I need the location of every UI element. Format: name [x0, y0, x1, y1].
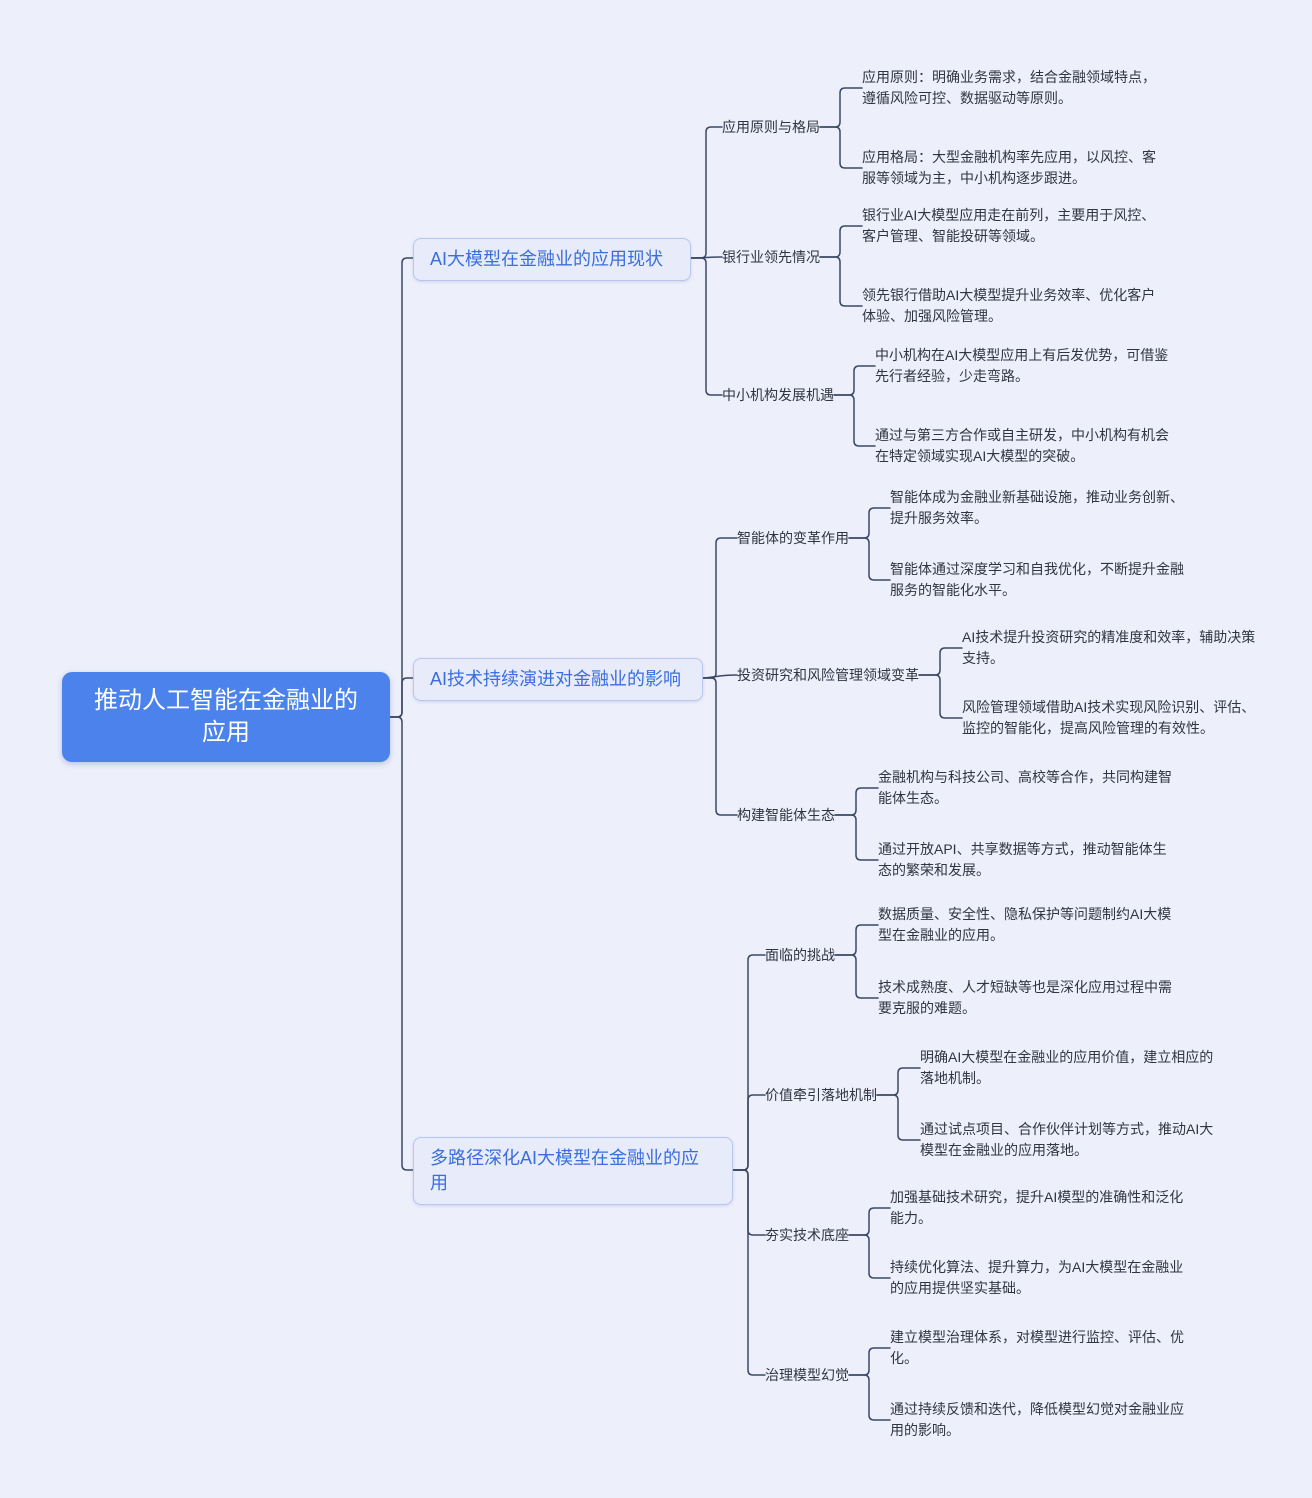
detail-note[interactable]: 加强基础技术研究，提升AI模型的准确性和泛化能力。	[890, 1189, 1184, 1226]
root-topic[interactable]: 推动人工智能在金融业的应用	[62, 672, 390, 762]
subtopic-value-driven-landing[interactable]: 价值牵引落地机制	[765, 1087, 877, 1103]
connector-root-branch1	[389, 257, 414, 718]
connector-leaf	[848, 1374, 891, 1421]
main-topic-deepen-application[interactable]: 多路径深化AI大模型在金融业的应用	[413, 1137, 733, 1205]
connector-leaf	[876, 1094, 921, 1141]
subtopic-agent-ecosystem[interactable]: 构建智能体生态	[737, 807, 835, 823]
detail-note[interactable]: 通过开放API、共享数据等方式，推动智能体生态的繁荣和发展。	[878, 841, 1167, 878]
subtopic-principles-pattern[interactable]: 应用原则与格局	[722, 119, 820, 135]
detail-note[interactable]: AI技术提升投资研究的精准度和效率，辅助决策支持。	[962, 629, 1256, 666]
detail-note[interactable]: 通过试点项目、合作伙伴计划等方式，推动AI大模型在金融业的应用落地。	[920, 1121, 1214, 1158]
subtopic-agent-transformation[interactable]: 智能体的变革作用	[737, 530, 849, 546]
connector-root-branch3	[389, 716, 414, 1171]
connector-branch3-child2	[731, 1094, 766, 1171]
detail-note[interactable]: 通过持续反馈和迭代，降低模型幻觉对金融业应用的影响。	[890, 1401, 1184, 1438]
connector-leaf	[848, 537, 891, 581]
detail-note[interactable]: 中小机构在AI大模型应用上有后发优势，可借鉴先行者经验，少走弯路。	[875, 347, 1169, 384]
detail-note[interactable]: 技术成熟度、人才短缺等也是深化应用过程中需要克服的难题。	[878, 979, 1172, 1016]
connector-branch2-child3	[699, 677, 738, 816]
connector-leaf	[819, 87, 863, 128]
connector-leaf	[834, 954, 879, 999]
connector-leaf	[834, 814, 879, 861]
subtopic-banking-leading[interactable]: 银行业领先情况	[722, 249, 820, 265]
connector-leaf	[848, 1207, 891, 1236]
subtopic-challenges[interactable]: 面临的挑战	[765, 947, 835, 963]
subtopic-tech-foundation[interactable]: 夯实技术底座	[765, 1227, 849, 1243]
connector-leaf	[833, 365, 876, 396]
detail-note[interactable]: 数据质量、安全性、隐私保护等问题制约AI大模型在金融业的应用。	[878, 906, 1172, 943]
connector-branch1-child1	[689, 126, 723, 259]
connector-branch1-child3	[689, 257, 723, 396]
connector-leaf	[848, 1347, 891, 1376]
connector-leaf	[918, 647, 963, 676]
detail-note[interactable]: 应用格局：大型金融机构率先应用，以风控、客服等领域为主，中小机构逐步跟进。	[862, 149, 1156, 186]
connector-leaf	[819, 256, 863, 307]
detail-note[interactable]: 持续优化算法、提升算力，为AI大模型在金融业的应用提供坚实基础。	[890, 1259, 1184, 1296]
connector-leaf	[834, 787, 879, 816]
connector-leaf	[918, 674, 963, 719]
connector-leaf	[848, 1234, 891, 1279]
detail-note[interactable]: 明确AI大模型在金融业的应用价值，建立相应的落地机制。	[920, 1049, 1214, 1086]
detail-note[interactable]: 金融机构与科技公司、高校等合作，共同构建智能体生态。	[878, 769, 1172, 806]
connector-root-branch2	[389, 677, 414, 718]
connector-branch3-child4	[731, 1169, 766, 1376]
detail-note[interactable]: 领先银行借助AI大模型提升业务效率、优化客户体验、加强风险管理。	[862, 287, 1156, 324]
connector-leaf	[848, 507, 891, 539]
connector-leaf	[819, 126, 863, 169]
subtopic-research-risk-change[interactable]: 投资研究和风险管理领域变革	[737, 667, 919, 683]
connector-branch2-child1	[699, 537, 738, 679]
subtopic-hallucination-governance[interactable]: 治理模型幻觉	[765, 1367, 849, 1383]
connector-leaf	[833, 394, 876, 447]
main-topic-ai-evolution-impact[interactable]: AI技术持续演进对金融业的影响	[413, 658, 703, 701]
main-topic-application-status[interactable]: AI大模型在金融业的应用现状	[413, 238, 691, 281]
detail-note[interactable]: 智能体成为金融业新基础设施，推动业务创新、提升服务效率。	[890, 489, 1184, 526]
connector-leaf	[876, 1067, 921, 1096]
detail-note[interactable]: 通过与第三方合作或自主研发，中小机构有机会在特定领域实现AI大模型的突破。	[875, 427, 1169, 464]
detail-note[interactable]: 智能体通过深度学习和自我优化，不断提升金融服务的智能化水平。	[890, 561, 1184, 598]
detail-note[interactable]: 风险管理领域借助AI技术实现风险识别、评估、监控的智能化，提高风险管理的有效性。	[962, 699, 1256, 736]
connector-leaf	[819, 225, 863, 258]
detail-note[interactable]: 银行业AI大模型应用走在前列，主要用于风控、客户管理、智能投研等领域。	[862, 207, 1156, 244]
subtopic-smb-opportunity[interactable]: 中小机构发展机遇	[722, 387, 834, 403]
detail-note[interactable]: 应用原则：明确业务需求，结合金融领域特点，遵循风险可控、数据驱动等原则。	[862, 69, 1156, 106]
connector-leaf	[834, 924, 879, 956]
detail-note[interactable]: 建立模型治理体系，对模型进行监控、评估、优化。	[890, 1329, 1184, 1366]
